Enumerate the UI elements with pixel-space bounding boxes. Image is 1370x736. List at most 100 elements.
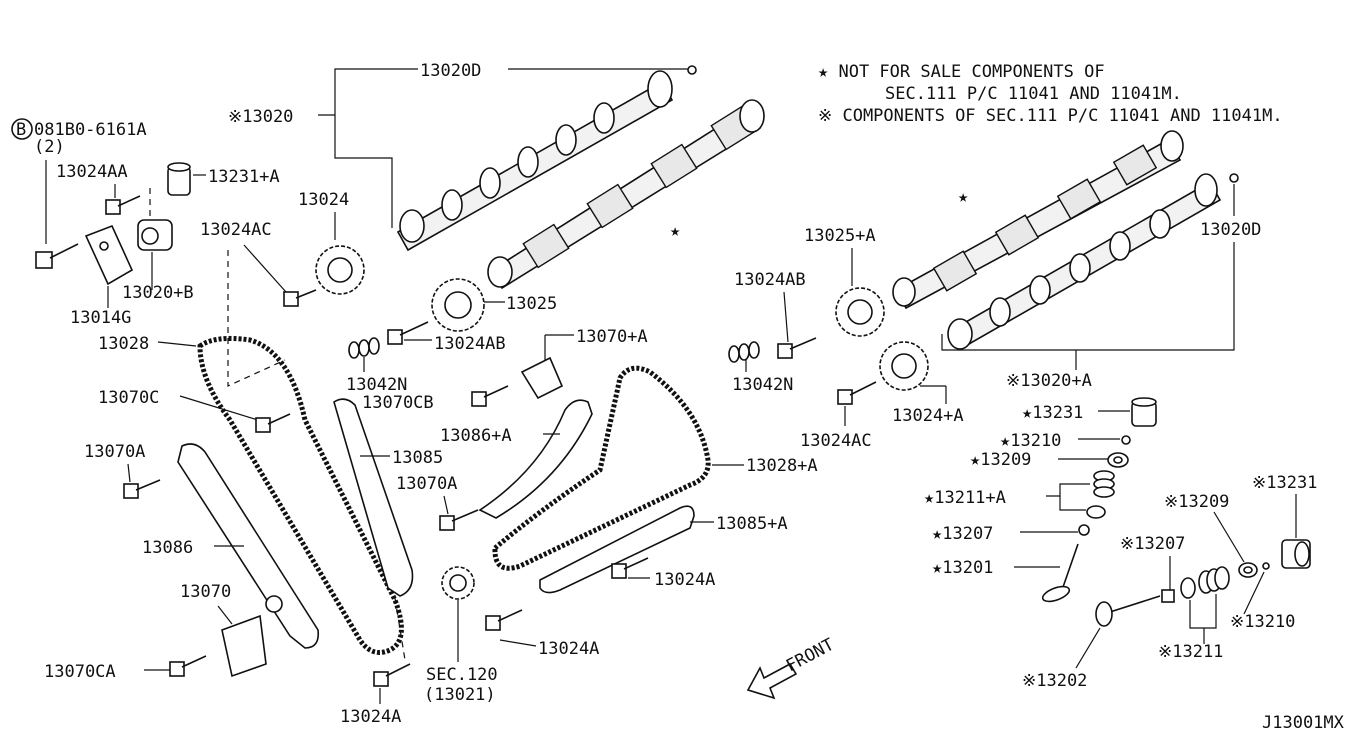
keys-13042N-left: [348, 337, 380, 359]
bolt-13024AB-left: [387, 321, 429, 345]
label-13042N-right: 13042N: [732, 375, 793, 395]
label-13201-star: ★13201: [932, 558, 993, 578]
label-SEC120-ref: (13021): [424, 685, 496, 705]
label-13024AB-right: 13024AB: [734, 270, 806, 290]
sprocket-13025A: [835, 287, 885, 337]
valve-13202-ref: [1095, 595, 1161, 627]
bolt-081B0-6161A: B: [11, 118, 33, 140]
label-SEC120: SEC.120: [426, 665, 498, 685]
label-13211A-star: ★13211+A: [924, 488, 1006, 508]
label-13024A-plus: 13024+A: [892, 406, 964, 426]
right-intake-camshaft: [892, 130, 1184, 310]
label-13024A-mid: 13024A: [654, 570, 715, 590]
keeper-13210-ref: [1262, 562, 1270, 570]
bolt-13024A-low: [485, 609, 523, 631]
sprocket-13024A: [879, 341, 929, 391]
gasket-13014G: [84, 224, 134, 286]
bolt-13024AC-right: [837, 381, 877, 405]
bolt-13024A-bottom: [373, 663, 411, 687]
label-13042N-left: 13042N: [346, 375, 407, 395]
seal-13207-star: [1078, 524, 1090, 536]
bolt-left-tensioner: [35, 243, 79, 269]
seal-13207-ref: [1161, 589, 1175, 603]
diagram-id: J13001MX: [1262, 713, 1345, 733]
valve-13201-star: [1041, 543, 1079, 603]
label-13070: 13070: [180, 582, 231, 602]
bolt-13070C: [255, 413, 291, 433]
sprocket-13024: [315, 245, 365, 295]
label-13070CB: 13070CB: [362, 393, 434, 413]
bolt-symbol: B: [16, 120, 26, 140]
label-13209-star: ★13209: [970, 450, 1031, 470]
label-13085A: 13085+A: [716, 514, 788, 534]
label-13070A-left: 13070A: [84, 442, 145, 462]
label-13020D-top: 13020D: [420, 61, 481, 81]
left-intake-camshaft: [487, 99, 765, 290]
timing-chain-13028: [197, 336, 404, 655]
label-13024AB-left: 13024AB: [434, 334, 506, 354]
tensioner-13070: [221, 595, 283, 678]
label-13020B: 13020+B: [122, 283, 194, 303]
label-13014G: 13014G: [70, 308, 131, 328]
label-13085: 13085: [392, 448, 443, 468]
label-13024-left: 13024: [298, 190, 349, 210]
bolt-13070CB: [471, 385, 509, 407]
label-13211-ref: ※13211: [1158, 642, 1223, 662]
retainer-13209-ref: [1238, 562, 1258, 578]
label-13210-star: ★13210: [1000, 431, 1061, 451]
tensioner-13020B: [137, 219, 173, 251]
guide-13085A: [539, 505, 695, 594]
label-081B0-6161A: 081B0-6161A: [34, 120, 147, 140]
lifter-13231-star: [1131, 397, 1157, 427]
spring-13211A-star: [1086, 470, 1115, 519]
lifter-13231-ref: [1281, 539, 1311, 569]
label-13020D-right: 13020D: [1200, 220, 1261, 240]
bolt-13024A-mid: [611, 557, 649, 579]
note-line-1: ★ NOT FOR SALE COMPONENTS OF: [818, 62, 1105, 82]
label-13207-star: ★13207: [932, 524, 993, 544]
label-13024A-bottom: 13024A: [340, 707, 401, 727]
timing-chain-13028A: [492, 365, 711, 571]
sprocket-13025: [431, 278, 485, 332]
guide-13086: [177, 443, 320, 649]
retainer-13209-star: [1107, 452, 1129, 468]
crank-sprocket: [441, 566, 475, 600]
label-13024AC-left: 13024AC: [200, 220, 272, 240]
spring-13211-ref: [1180, 566, 1230, 599]
bolt-13070A-left: [123, 479, 161, 499]
label-13020A: ※13020+A: [1006, 371, 1092, 391]
bolt-13024AB-right: [777, 337, 817, 359]
bolt-13024AC-left: [283, 289, 317, 307]
dowel-pin-left: [687, 65, 697, 75]
note-line-2: SEC.111 P/C 11041 AND 11041M.: [885, 84, 1182, 104]
bolt-13024AA: [105, 195, 141, 215]
label-13210-ref: ※13210: [1230, 612, 1295, 632]
bolt-13070CA: [169, 655, 207, 677]
cap-13231A: [167, 162, 191, 196]
label-13209-ref: ※13209: [1164, 492, 1229, 512]
keys-13042N-right: [728, 341, 760, 363]
right-exhaust-camshaft: [947, 173, 1222, 350]
label-13025: 13025: [506, 294, 557, 314]
label-13025A: 13025+A: [804, 226, 876, 246]
label-081B0-qty: (2): [34, 137, 65, 157]
label-13086: 13086: [142, 538, 193, 558]
guide-13086A: [478, 399, 593, 519]
label-13086A: 13086+A: [440, 426, 512, 446]
label-13231-ref: ※13231: [1252, 473, 1317, 493]
label-13024AA: 13024AA: [56, 162, 128, 182]
keeper-13210-star: [1121, 435, 1131, 445]
label-13070A-top: 13070+A: [576, 327, 648, 347]
label-13028A: 13028+A: [746, 456, 818, 476]
label-13231A: 13231+A: [208, 167, 280, 187]
label-13020: ※13020: [228, 107, 293, 127]
label-13202-ref: ※13202: [1022, 671, 1087, 691]
label-13070CA: 13070CA: [44, 662, 116, 682]
label-13024AC-right: 13024AC: [800, 431, 872, 451]
label-13231-star: ★13231: [1022, 403, 1083, 423]
label-13070C: 13070C: [98, 388, 159, 408]
label-13028: 13028: [98, 334, 149, 354]
tensioner-13070A: [520, 356, 564, 400]
bolt-13070A-mid: [439, 509, 479, 531]
